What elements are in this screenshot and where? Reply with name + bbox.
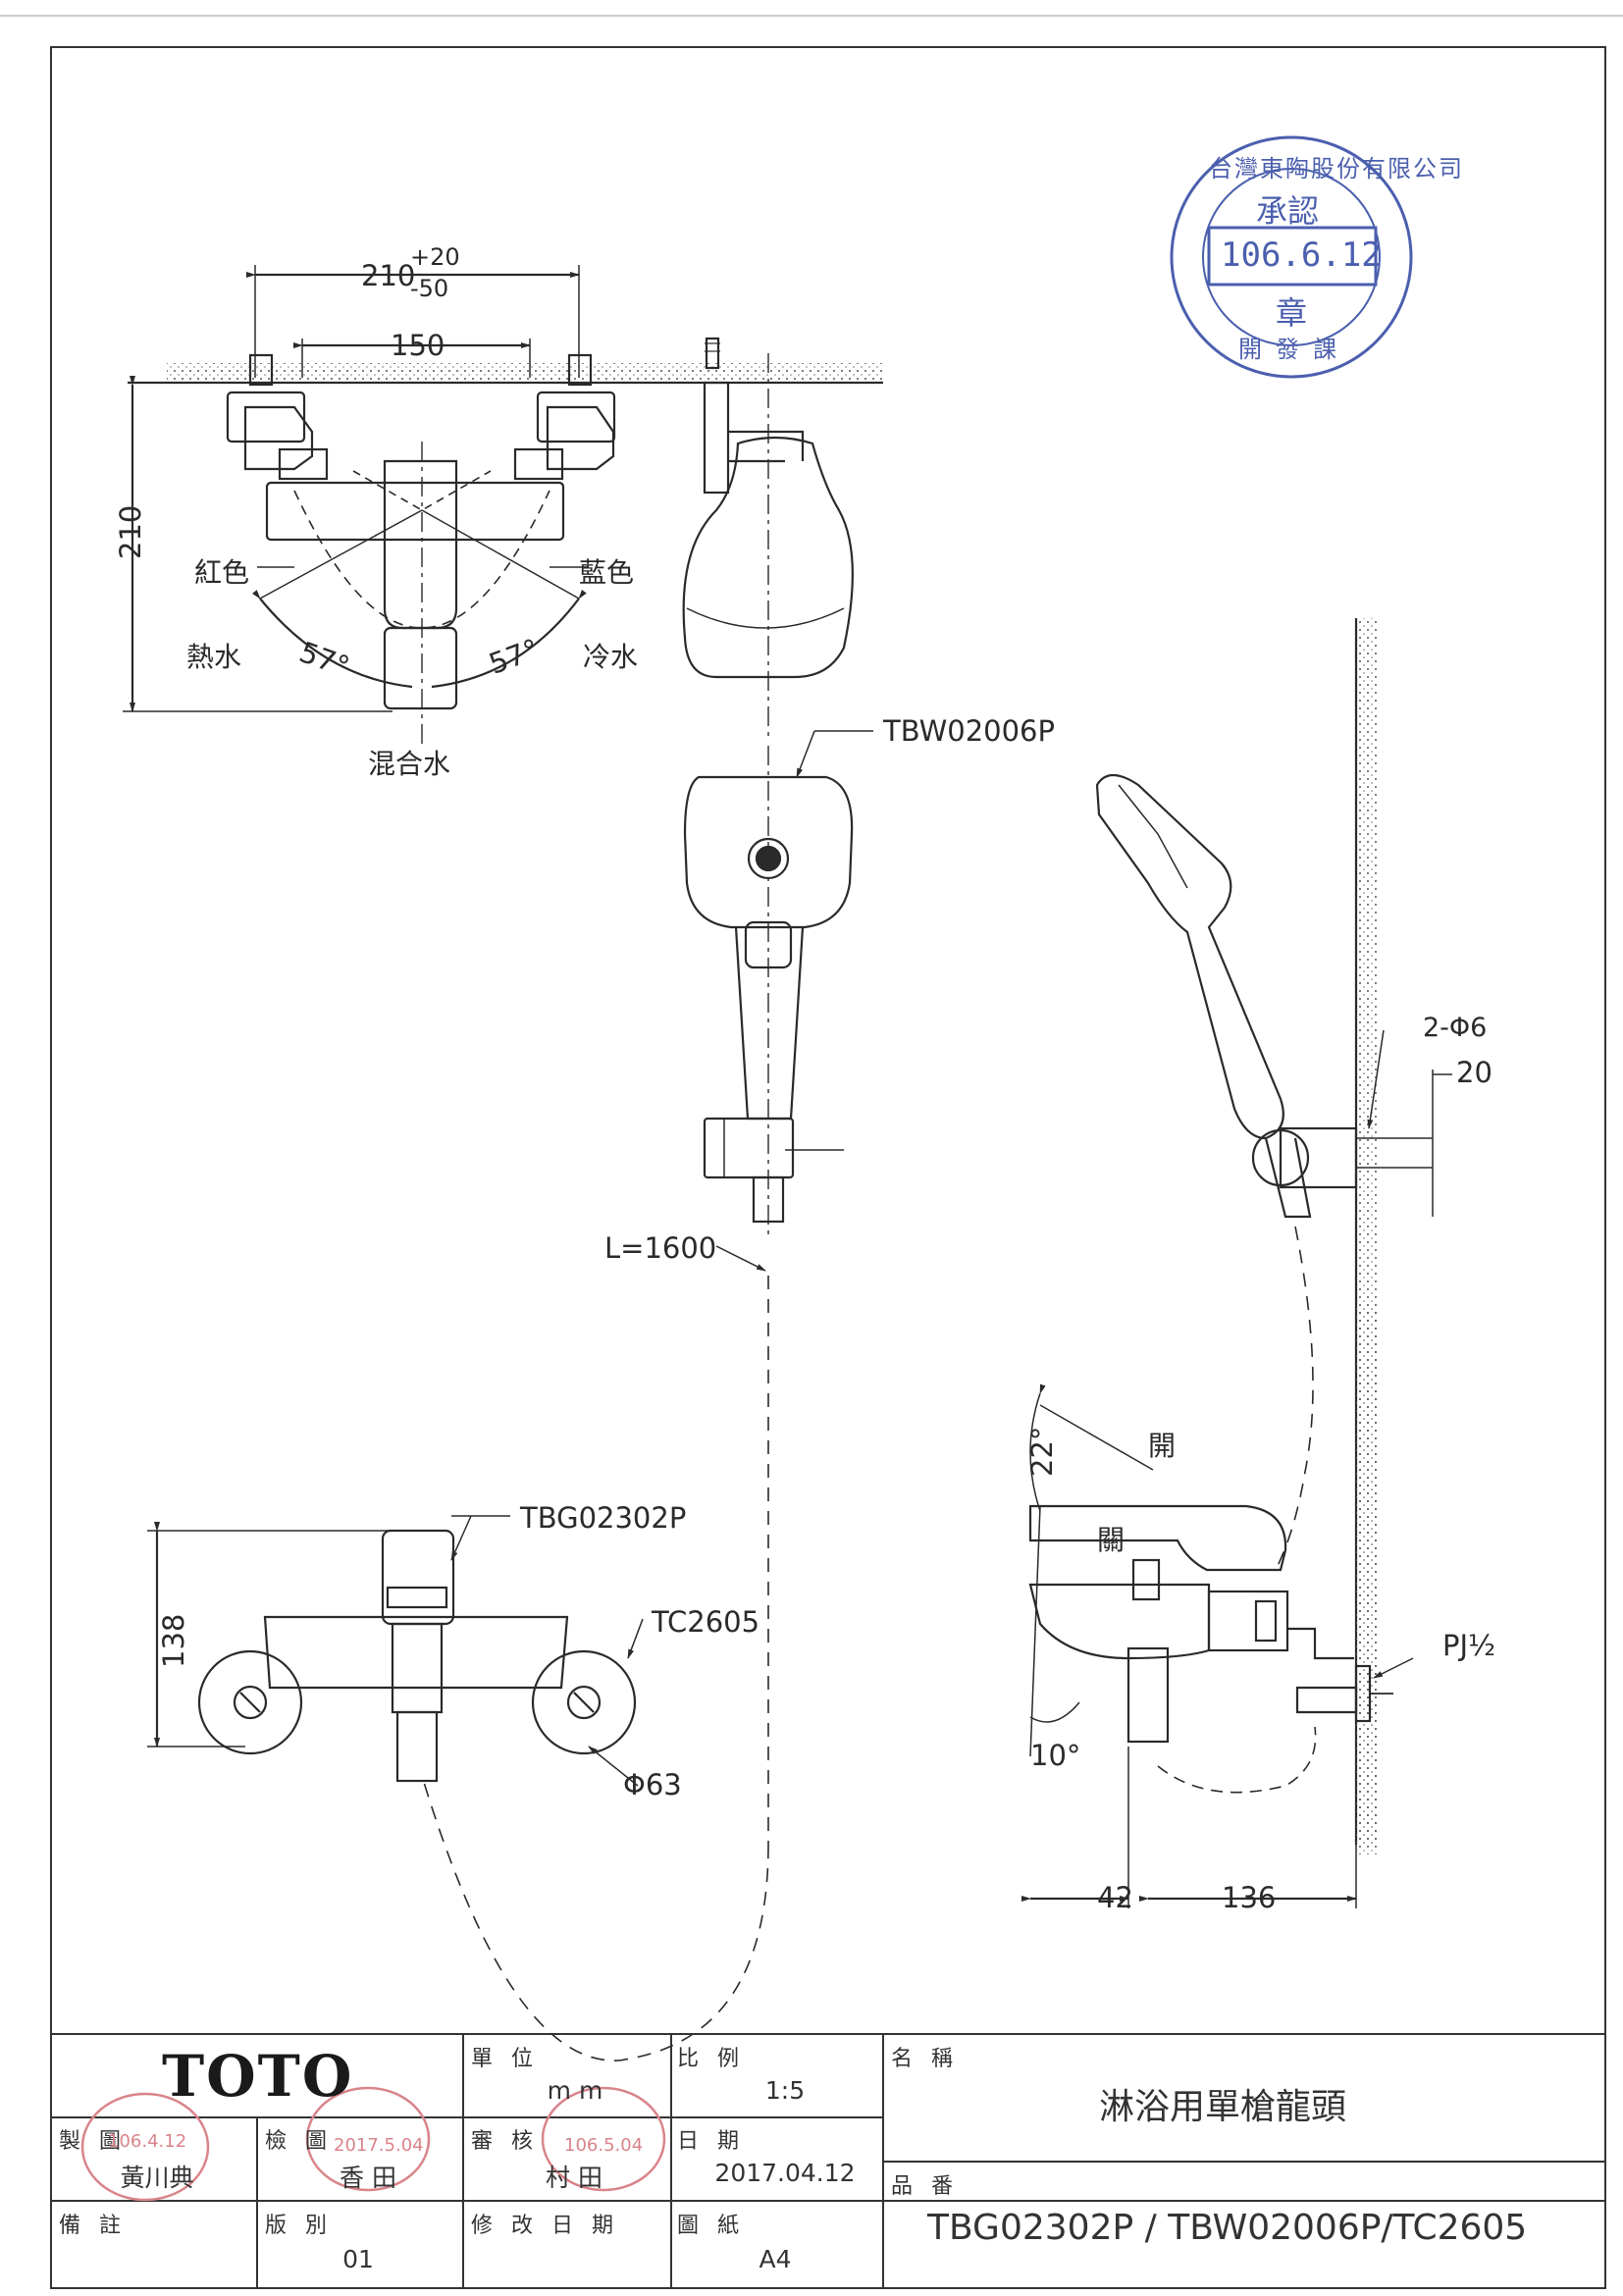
width-dim: 210 bbox=[361, 259, 416, 292]
unit-value: mm bbox=[547, 2076, 611, 2105]
label-red: 紅色 bbox=[194, 556, 250, 589]
unit-label: 單 位 bbox=[471, 2047, 539, 2071]
date-label: 日 期 bbox=[677, 2129, 745, 2154]
brand-logo: TOTO bbox=[162, 2043, 354, 2110]
label-open: 開 bbox=[1148, 1430, 1177, 1462]
stamp-title: 承認 bbox=[1256, 192, 1320, 230]
scale-value: 1:5 bbox=[764, 2076, 806, 2105]
scale-label: 比 例 bbox=[677, 2047, 745, 2071]
thread-size: PJ½ bbox=[1442, 1629, 1496, 1662]
front-height-dim: 138 bbox=[157, 1613, 190, 1668]
flange-dia: Φ63 bbox=[623, 1768, 682, 1801]
hose-length: L=1600 bbox=[604, 1231, 717, 1265]
top-view bbox=[123, 265, 883, 746]
height-dim: 210 bbox=[114, 504, 147, 559]
label-hot: 熱水 bbox=[186, 641, 242, 673]
lever-angle: 22° bbox=[1025, 1426, 1059, 1477]
depth-b: 136 bbox=[1222, 1881, 1277, 1914]
part-mixer: TBG02302P bbox=[520, 1501, 687, 1535]
review-by: 村 田 bbox=[546, 2164, 602, 2192]
checked-label: 檢 圖 bbox=[265, 2129, 333, 2154]
title-block-grid bbox=[51, 2033, 1605, 2288]
part-flange: TC2605 bbox=[652, 1605, 760, 1639]
label-mixed: 混合水 bbox=[368, 748, 451, 780]
approval-stamp bbox=[1170, 135, 1413, 379]
stamp-date: 106.6.12 bbox=[1221, 235, 1382, 275]
width-plus-tol: +20 bbox=[410, 243, 460, 271]
spout-angle: 10° bbox=[1030, 1739, 1081, 1772]
version-value: 01 bbox=[342, 2245, 374, 2273]
part-hand-shower: TBW02006P bbox=[883, 714, 1055, 748]
hand-shower-front bbox=[421, 730, 873, 2061]
stamp-dept: 開發課 bbox=[1238, 336, 1350, 363]
sheet-border bbox=[50, 46, 1606, 2289]
depth-a: 42 bbox=[1097, 1881, 1133, 1914]
sheet-value: A4 bbox=[759, 2245, 792, 2273]
width-minus-tol: -50 bbox=[410, 275, 449, 302]
drawn-label: 製 圖 bbox=[59, 2129, 127, 2154]
stamp-seal: 章 bbox=[1276, 294, 1308, 332]
partno-label: 品 番 bbox=[891, 2174, 959, 2199]
stamp-company: 台灣東陶股份有限公司 bbox=[1209, 155, 1464, 183]
product-name: 淋浴用單槍龍頭 bbox=[1099, 2087, 1347, 2127]
red-seals bbox=[80, 2086, 666, 2202]
holder-top-view bbox=[682, 337, 854, 736]
review-label: 審 核 bbox=[471, 2129, 539, 2154]
part-numbers: TBG02302P / TBW02006P/TC2605 bbox=[927, 2208, 1528, 2248]
spacing-dim: 150 bbox=[391, 329, 445, 362]
revision-label: 修 改 日 期 bbox=[471, 2214, 619, 2238]
checked-by: 香 田 bbox=[340, 2164, 396, 2192]
holes-dim: 2-Φ6 bbox=[1423, 1013, 1488, 1043]
label-blue: 藍色 bbox=[579, 556, 635, 589]
sheet-label: 圖 紙 bbox=[677, 2214, 745, 2238]
label-close: 關 bbox=[1097, 1524, 1126, 1556]
date-value: 2017.04.12 bbox=[714, 2159, 856, 2187]
remarks-label: 備 註 bbox=[59, 2214, 127, 2238]
hole-dim: 20 bbox=[1456, 1056, 1492, 1089]
version-label: 版 別 bbox=[265, 2214, 333, 2238]
checked-stamp-date: 2017.5.04 bbox=[334, 2135, 424, 2156]
name-label: 名 稱 bbox=[891, 2047, 959, 2071]
hand-shower-side bbox=[1095, 618, 1452, 1845]
mixer-side bbox=[1021, 1305, 1414, 1908]
review-stamp-date: 106.5.04 bbox=[564, 2135, 644, 2156]
drawn-stamp-date: 106.4.12 bbox=[108, 2131, 187, 2152]
label-cold: 冷水 bbox=[583, 641, 639, 673]
mixer-front bbox=[147, 1515, 644, 1787]
drawn-by: 黃川典 bbox=[120, 2164, 194, 2192]
